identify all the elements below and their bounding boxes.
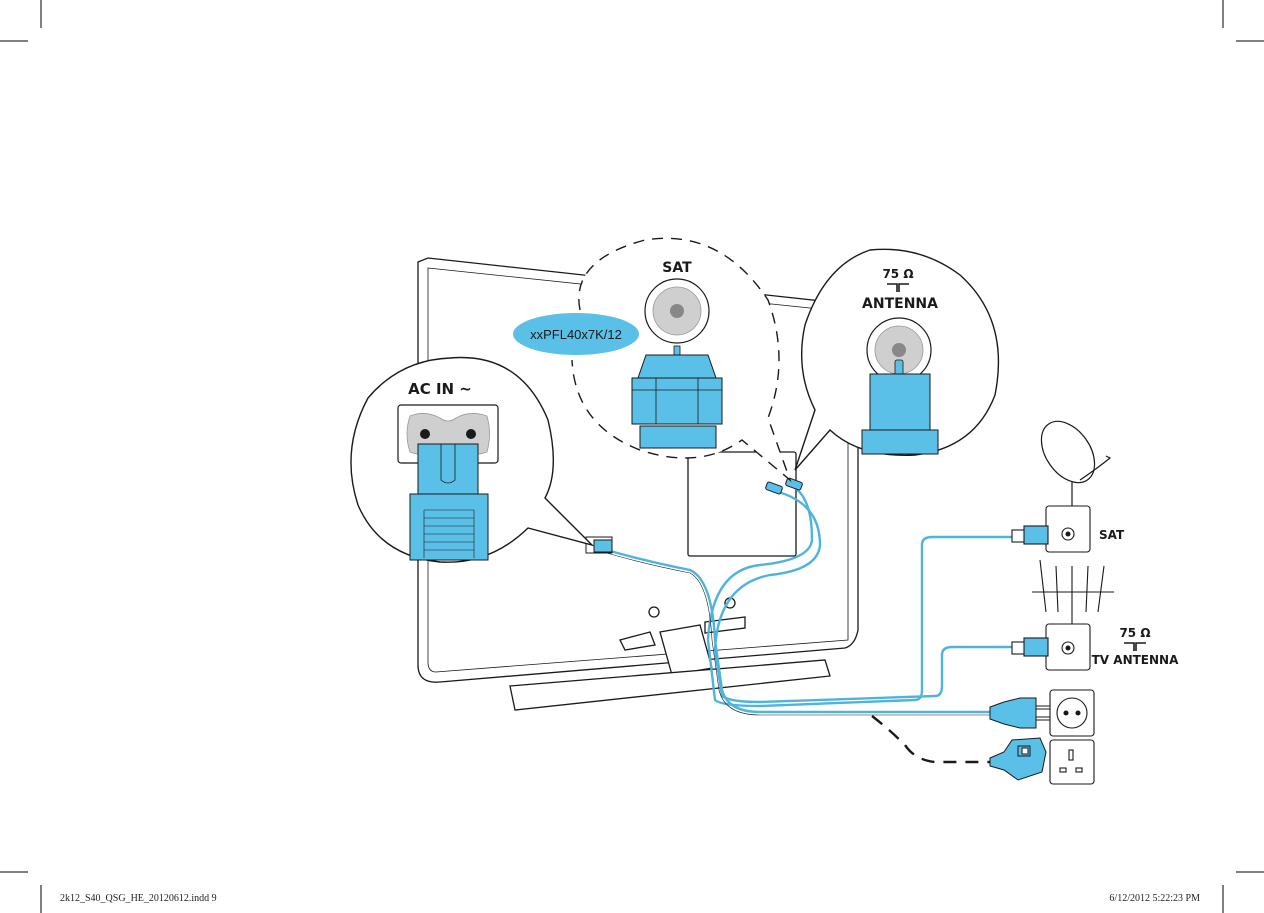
coax-symbol-icon [1124,643,1146,651]
tv-antenna-ohm-label: 75 Ω [1119,626,1150,640]
uk-plug-icon [990,738,1046,780]
sat-zoom-label: SAT [662,260,692,276]
file-slug: 2k12_S40_QSG_HE_20120612.indd 9 [60,893,217,904]
tv-antenna-label: TV ANTENNA [1092,653,1179,667]
sat-wall-socket [1012,506,1090,552]
antenna-ohm-label: 75 Ω [882,267,913,281]
ac-in-label: AC IN ~ [408,380,472,398]
tv-antenna-icon [1032,560,1114,624]
antenna-wall-socket [1012,624,1090,670]
satellite-dish-icon [1030,412,1110,506]
uk-cable-dashed [872,716,990,762]
timestamp-slug: 6/12/2012 5:22:23 PM [1109,893,1200,904]
model-badge: xxPFL40x7K/12 [513,313,639,355]
antenna-zoom-label: ANTENNA [862,296,938,312]
model-badge-text: xxPFL40x7K/12 [530,327,622,342]
uk-socket-icon [1050,740,1094,784]
eu-plug-icon [990,698,1050,728]
wall-socket-icon [1050,690,1094,736]
sat-wall-label: SAT [1099,528,1125,542]
